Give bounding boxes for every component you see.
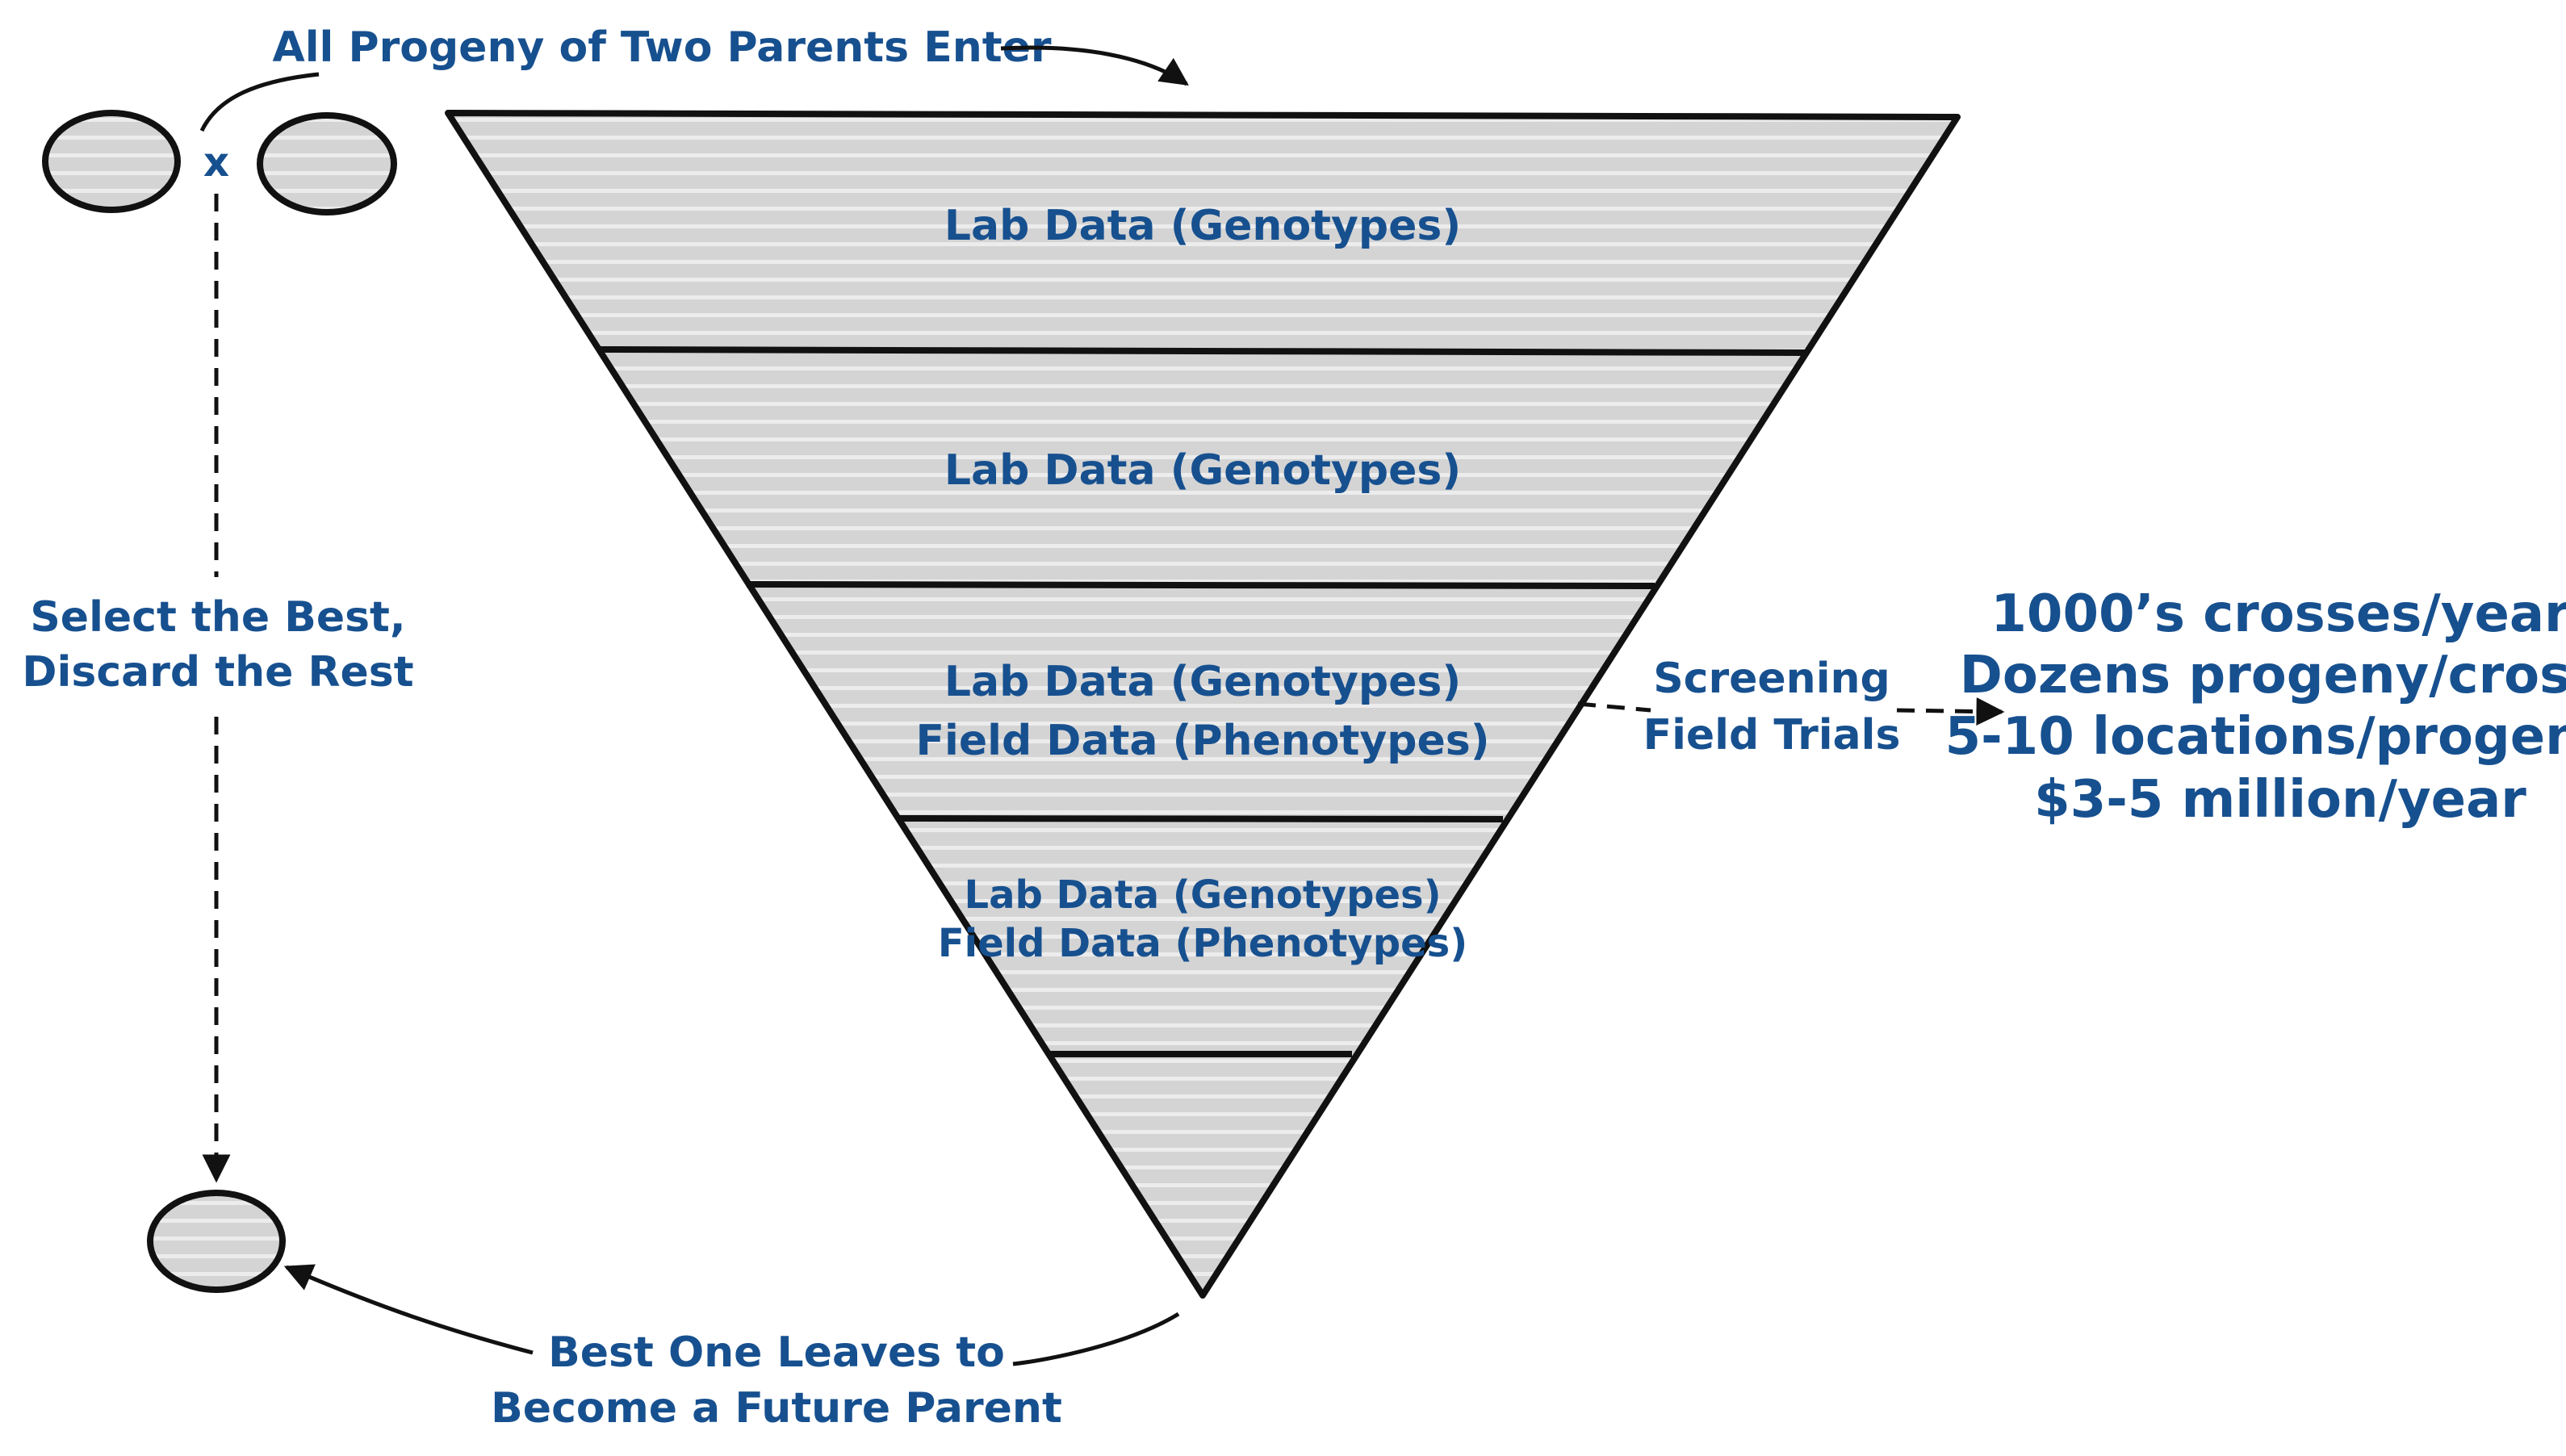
top-label: All Progeny of Two Parents Enter [272,23,1051,72]
funnel-divider-1 [597,346,1806,356]
left-label-line-2: Discard the Rest [22,648,413,697]
stat-cost: $3-5 million/year [2034,770,2526,830]
stat-locations: 5-10 locations/progeny [1945,707,2566,767]
bottom-arrow [283,1264,534,1355]
stat-crosses: 1000’s crosses/year [1990,584,2566,644]
bottom-label-line-2: Become a Future Parent [491,1384,1062,1433]
parent-2-oval [257,112,397,215]
funnel-outline [445,110,1961,1299]
top-arrow [1000,45,1189,86]
funnel-divider-2 [746,581,1656,589]
left-label-background [48,577,387,706]
parent-cross: x [42,110,397,215]
screening-dashed-arrow [1896,697,2005,726]
funnel-fill [448,113,1957,1295]
tier-4-label-line-2: Field Data (Phenotypes) [938,921,1467,966]
tier-2-label: Lab Data (Genotypes) [944,446,1461,495]
tier-1-label: Lab Data (Genotypes) [944,202,1461,250]
screening-label-line-1: Screening [1653,655,1890,703]
bottom-connector [1012,1312,1180,1366]
future-parent-oval [147,1190,286,1293]
tier-4-label-line-1: Lab Data (Genotypes) [964,872,1441,918]
funnel: Lab Data (Genotypes) Lab Data (Genotypes… [445,110,1961,1299]
connector-curve [199,72,320,132]
left-label-line-1: Select the Best, [30,593,405,642]
parent-1-oval [42,110,181,213]
stat-progeny: Dozens progeny/cross [1960,646,2566,705]
bottom-label-line-1: Best One Leaves to [548,1328,1005,1377]
funnel-divider-3 [897,815,1504,822]
screening-dash-left [1577,701,1651,713]
cross-symbol: x [203,139,229,186]
screening-label-line-2: Field Trials [1643,711,1901,759]
tier-3-label-line-2: Field Data (Phenotypes) [916,717,1490,765]
tier-3-label-line-1: Lab Data (Genotypes) [944,658,1461,706]
